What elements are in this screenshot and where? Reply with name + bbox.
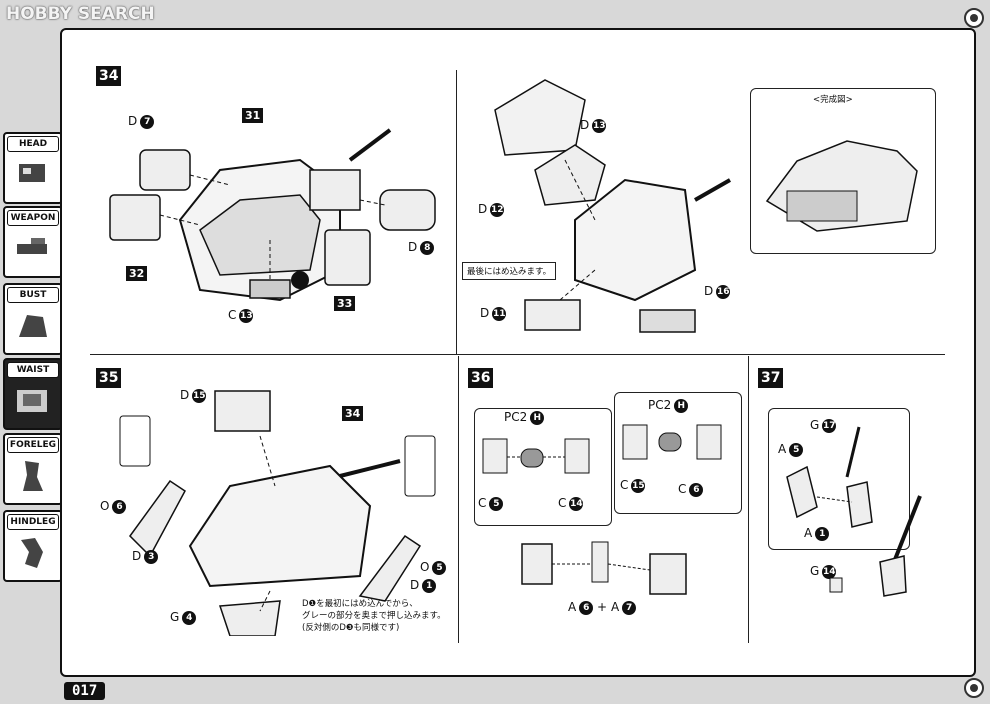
- complete-illustration: [765, 140, 918, 232]
- gear-icon: [964, 8, 984, 28]
- assembly-illustration: [829, 495, 922, 597]
- hobby-search-logo: HOBBY SEARCH: [6, 4, 155, 24]
- note-last-insert: 最後にはめ込みます。: [462, 262, 557, 280]
- sidebar-tab-label: BUST: [7, 287, 59, 303]
- sidebar-tab-hindleg[interactable]: HINDLEG: [3, 510, 63, 582]
- sidebar-tab-label: FORELEG: [7, 437, 59, 453]
- instruction-note: D❶を最初にはめ込んでから、 グレーの部分を奥まで押し込みます。 (反対側のD❸…: [302, 599, 446, 633]
- complete-label: <完成図>: [813, 95, 853, 105]
- step-number: 36: [468, 368, 494, 388]
- step-number: 35: [96, 368, 122, 388]
- assembly-illustration: [521, 541, 687, 595]
- sidebar-tab-label: WEAPON: [7, 210, 59, 226]
- complete-view-box: <完成図>: [750, 88, 936, 254]
- assembly-illustration: [119, 390, 436, 636]
- sidebar-tab-label: HEAD: [7, 136, 59, 152]
- foreleg-part-icon: [23, 461, 43, 491]
- hindleg-part-icon: [21, 538, 43, 568]
- step-ref: 33: [334, 296, 356, 311]
- sub-assembly-box: [768, 408, 910, 550]
- sidebar-tab-waist[interactable]: WAIST: [3, 358, 63, 430]
- waist-part-icon: [17, 390, 47, 412]
- sidebar-tab-label: HINDLEG: [7, 514, 59, 530]
- divider: [456, 70, 457, 354]
- weapon-part-icon: [17, 238, 47, 254]
- step-ref: 32: [126, 266, 148, 281]
- sidebar-tab-weapon[interactable]: WEAPON: [3, 206, 63, 278]
- assembly-illustration: [482, 438, 590, 474]
- page-number: 017: [64, 682, 106, 700]
- step-number: 34: [96, 66, 122, 86]
- step-ref: 31: [242, 108, 264, 123]
- sidebar-tab-bust[interactable]: BUST: [3, 283, 63, 355]
- assembly-illustration: [494, 79, 731, 333]
- head-part-icon: [19, 164, 45, 182]
- sidebar-tab-label: WAIST: [7, 362, 59, 378]
- gear-icon: [964, 678, 984, 698]
- sidebar-tab-head[interactable]: HEAD: [3, 132, 63, 204]
- sidebar-tab-foreleg[interactable]: FORELEG: [3, 433, 63, 505]
- bust-part-icon: [19, 315, 47, 337]
- assembly-illustration: [622, 424, 722, 460]
- assembly-illustration: [109, 128, 436, 302]
- step-number: 37: [758, 368, 784, 388]
- assembly-illustration: [786, 426, 873, 528]
- step-ref: 34: [342, 406, 364, 421]
